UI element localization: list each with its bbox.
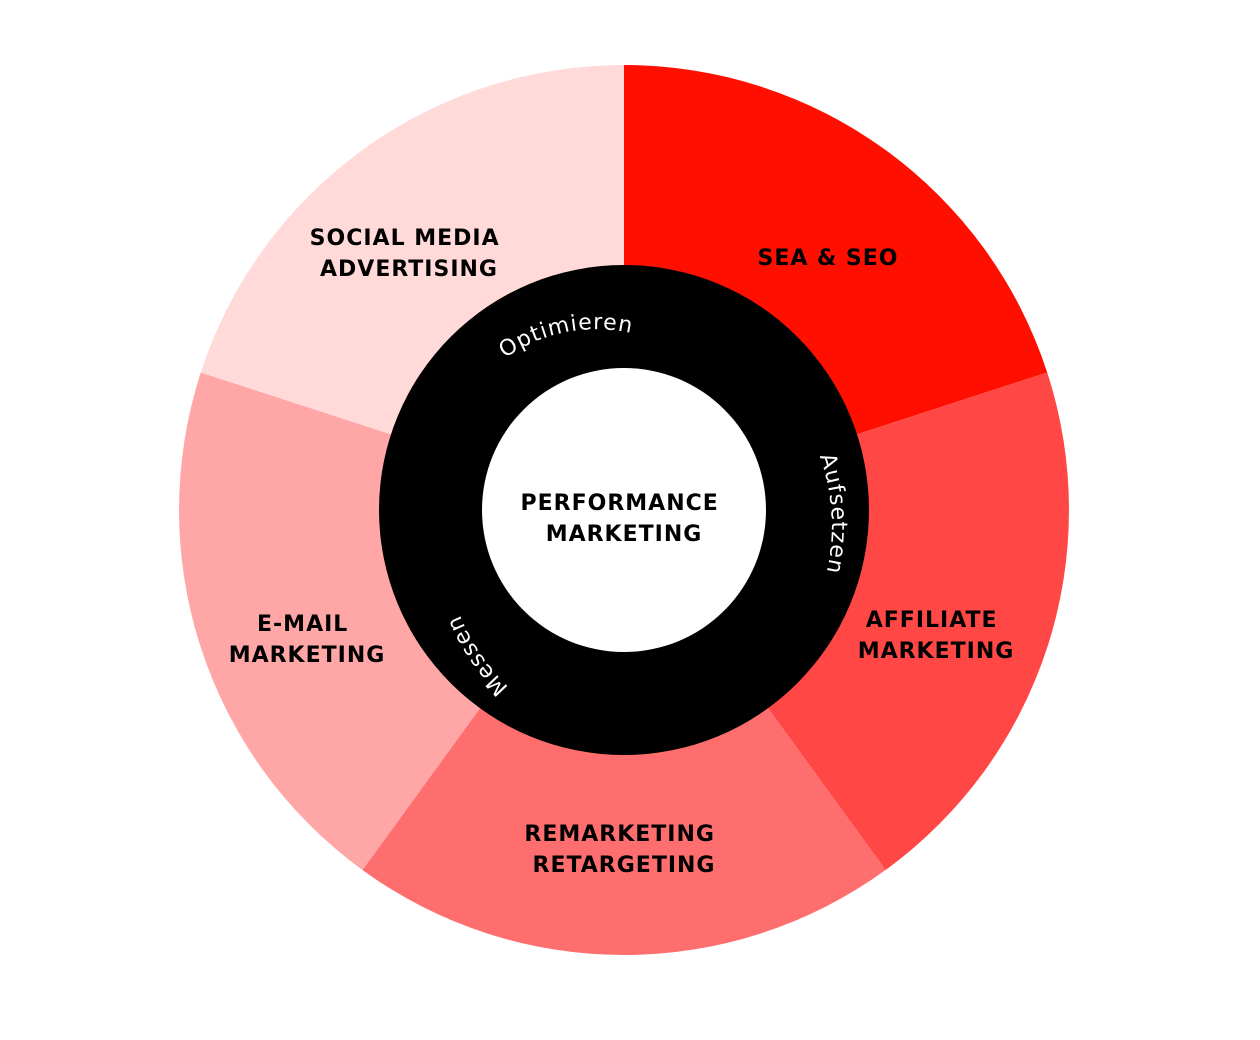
segment-label-line: AFFILIATE — [866, 608, 998, 633]
segment-label-line: SEA & SEO — [758, 246, 899, 271]
segment-label-sea-seo: SEA & SEO — [758, 246, 899, 271]
segment-label-remarketing-retargeting: REMARKETING RETARGETING — [524, 822, 723, 878]
segment-label-line: REMARKETING — [524, 822, 715, 847]
segment-labels: SEA & SEO AFFILIATE MARKETING REMARKETIN… — [229, 226, 1015, 878]
segment-label-line: ADVERTISING — [320, 257, 498, 282]
segment-label-email-marketing: E-MAIL MARKETING — [229, 612, 386, 668]
segment-label-social-media-advertising: SOCIAL MEDIA ADVERTISING — [310, 226, 509, 282]
segment-label-affiliate-marketing: AFFILIATE MARKETING — [858, 608, 1015, 664]
segment-label-line: E-MAIL — [257, 612, 348, 637]
center-circle — [482, 368, 766, 652]
segment-label-line: RETARGETING — [533, 853, 716, 878]
center-title: PERFORMANCE MARKETING — [521, 491, 728, 547]
center-title-line: PERFORMANCE — [521, 491, 719, 516]
segment-label-line: SOCIAL MEDIA — [310, 226, 500, 251]
segment-label-line: MARKETING — [229, 643, 386, 668]
center-title-line: MARKETING — [546, 522, 703, 547]
segment-label-line: MARKETING — [858, 639, 1015, 664]
